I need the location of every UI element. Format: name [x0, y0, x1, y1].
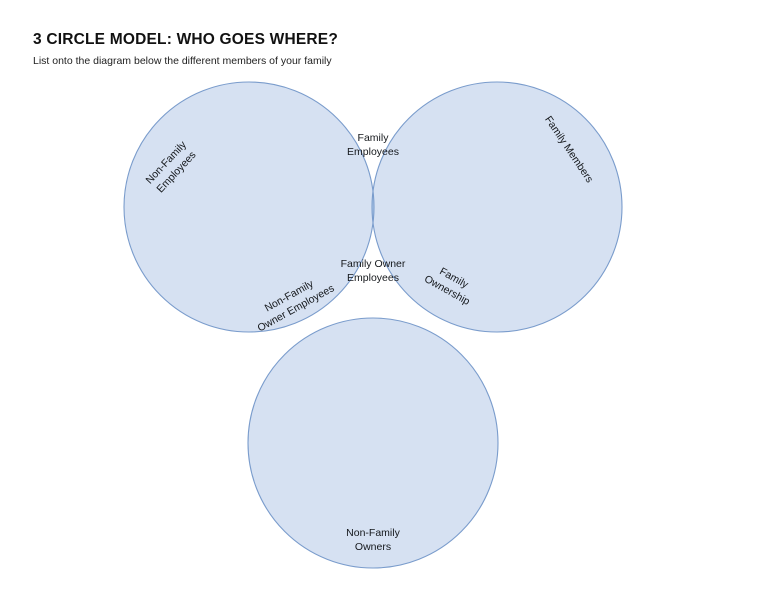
circle-non-family-owners	[248, 318, 498, 568]
circle-outline-non-family-employees	[123, 81, 375, 333]
circle-outline-non-family-owners	[247, 317, 499, 569]
circle-outline-family-members	[371, 81, 623, 333]
circle-family-members	[372, 82, 622, 332]
page-title: 3 CIRCLE MODEL: WHO GOES WHERE?	[33, 31, 339, 48]
page-subtitle: List onto the diagram below the differen…	[33, 55, 332, 67]
circle-non-family-employees	[124, 82, 374, 332]
